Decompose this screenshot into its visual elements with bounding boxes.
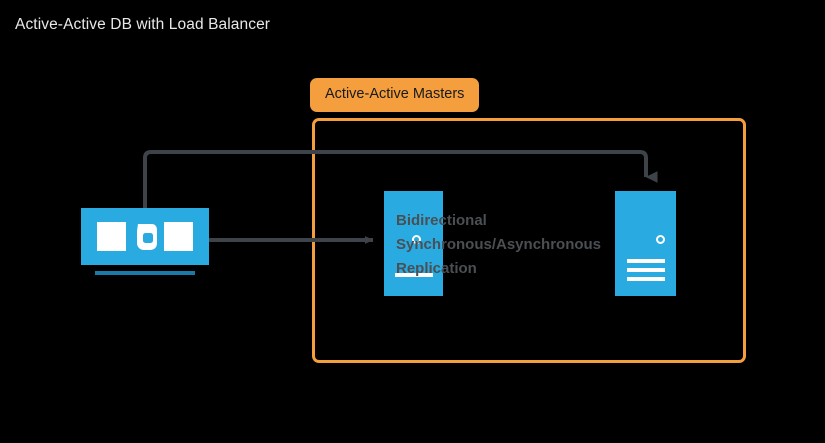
replication-caption-line-3: Replication — [396, 260, 477, 277]
lb-balance-glyph-icon — [137, 224, 157, 250]
db-status-led-icon — [412, 235, 421, 244]
db-status-led-icon — [656, 235, 665, 244]
replication-caption-line-1: Bidirectional — [396, 212, 487, 229]
load-balancer-icon — [81, 208, 209, 265]
lb-port-right-icon — [164, 222, 193, 251]
load-balancer-node[interactable] — [81, 208, 209, 275]
replication-caption: Bidirectional Synchronous/Asynchronous R… — [396, 209, 631, 281]
db-rack-lines-icon — [394, 273, 433, 277]
load-balancer-base — [95, 271, 195, 275]
page-title: Active-Active DB with Load Balancer — [15, 16, 271, 33]
database-master-1-node[interactable] — [384, 191, 443, 296]
database-master-2-node[interactable] — [615, 191, 676, 296]
db-rack-lines-icon — [626, 259, 665, 281]
lb-port-left-icon — [97, 222, 126, 251]
group-label-badge: Active-Active Masters — [310, 78, 480, 112]
replication-caption-line-2: Synchronous/Asynchronous — [396, 236, 602, 253]
